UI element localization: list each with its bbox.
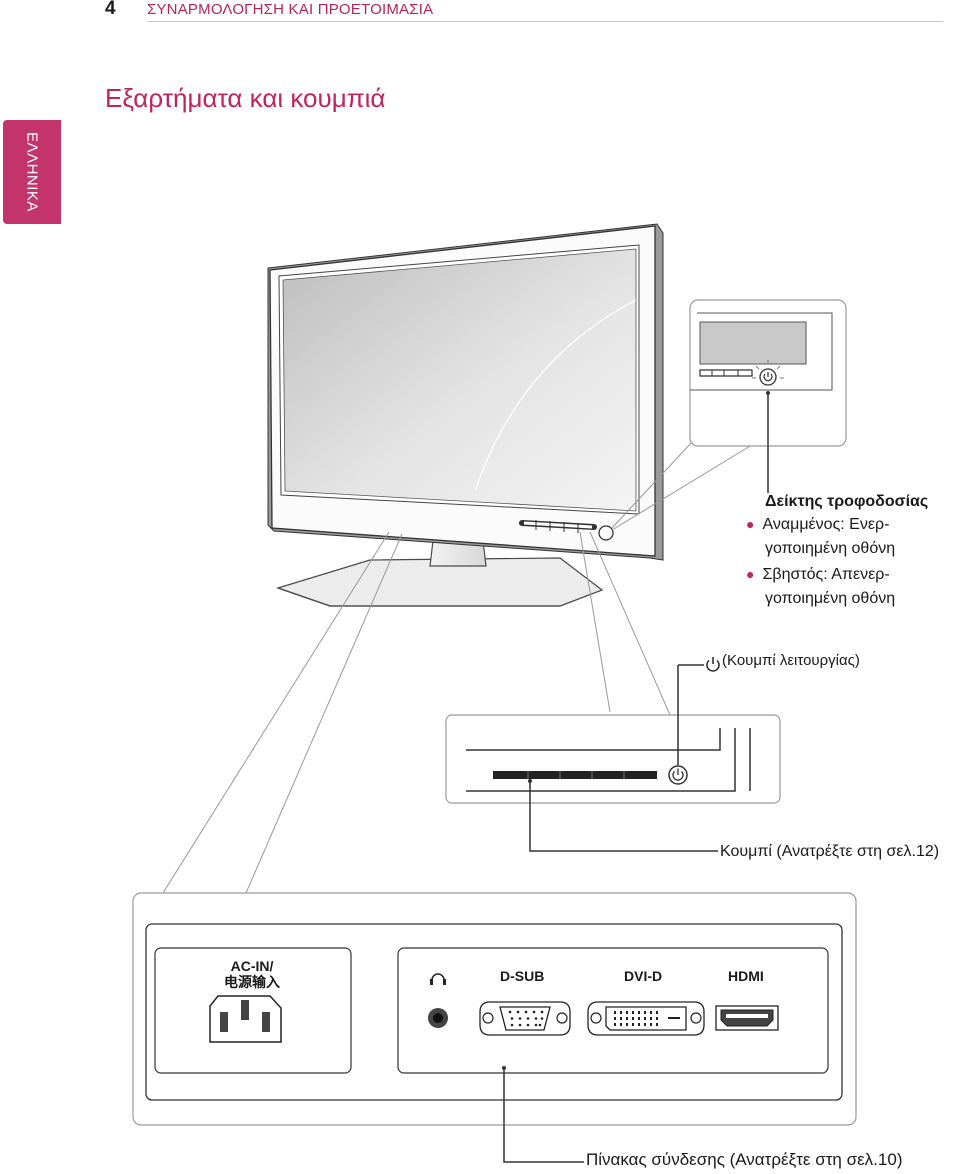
ac-in-socket [209, 995, 282, 1043]
power-icon [672, 768, 684, 781]
monitor-front [267, 223, 664, 561]
power-icon [706, 657, 720, 672]
section-title: Εξαρτήματα και κουμπιά [105, 83, 386, 113]
dsub-label: D-SUB [500, 968, 545, 984]
buttons-label: Κουμπί (Ανατρέξτε στη σελ.12) [720, 843, 940, 860]
dvid-label: DVI-D [624, 968, 663, 984]
indicator-on-line1: ● Αναμμένος: Ενερ- [746, 516, 889, 534]
ac-in-label: AC-IN/ 电源输入 [224, 958, 280, 990]
power-indicator-detail [689, 299, 847, 493]
indicator-off-text: Σβηστός: Απενερ- [762, 566, 890, 583]
indicator-on-text: Αναμμένος: Ενερ- [762, 516, 890, 533]
indicator-off-line2: γοποιημένη οθόνη [765, 590, 896, 607]
dvid-port [587, 1001, 705, 1036]
chapter-title: ΣΥΝΑΡΜΟΛΟΓΗΣΗ ΚΑΙ ΠΡΟΕΤΟΙΜΑΣΙΑ [147, 1, 434, 18]
ac-in-label-line1: AC-IN/ [230, 958, 274, 974]
bullet-dot: ● [746, 516, 755, 532]
hdmi-label: HDMI [728, 968, 764, 984]
headphone-jack [428, 973, 448, 1028]
power-button-label: (Κουμπί λειτουργίας) [722, 652, 860, 669]
hdmi-port [715, 1005, 779, 1031]
power-indicator-title: Δείκτης τροφοδοσίας [765, 493, 929, 510]
bezel-button-strip [519, 520, 597, 533]
button-detail [445, 664, 781, 852]
language-tab: ΕΛΛΗΝΙΚΑ [3, 120, 61, 224]
indicator-off-line1: ● Σβηστός: Απενερ- [746, 566, 890, 584]
bullet-dot: ● [746, 566, 755, 582]
indicator-on-line2: γοποιημένη οθόνη [765, 540, 896, 557]
page-number: 4 [105, 0, 116, 19]
ac-in-label-line2: 电源输入 [224, 974, 280, 990]
dsub-port [479, 1001, 571, 1036]
power-icon [763, 372, 773, 382]
header-divider [147, 21, 943, 22]
connection-panel-label: Πίνακας σύνδεσης (Ανατρέξτε στη σελ.10) [586, 1150, 903, 1169]
bezel-power-button [598, 525, 614, 541]
